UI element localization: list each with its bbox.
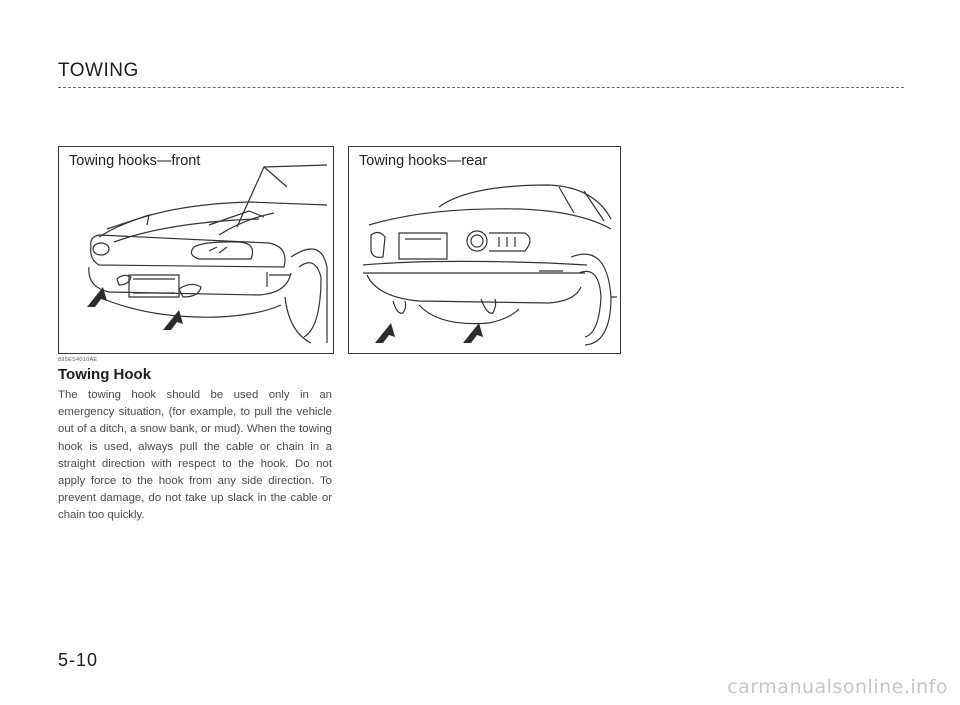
figure-towing-hooks-front: Towing hooks—front [58,146,334,354]
arrow-icon [375,323,395,343]
body-heading: Towing Hook [58,366,152,383]
figure-towing-hooks-rear: Towing hooks—rear [348,146,621,354]
arrow-icon [463,323,483,343]
title-rule [58,87,904,88]
front-car-illustration [87,164,328,344]
body-paragraph: The towing hook should be used only in a… [58,389,332,522]
arrow-icon [163,310,183,330]
rear-car-illustration [362,184,617,346]
figure-caption-front: Towing hooks—front [69,153,205,169]
figure-caption-rear: Towing hooks—rear [359,153,492,169]
page-number: 5-10 [58,650,99,670]
figure-code: 895ES4010AE [58,357,98,363]
section-title: TOWING [58,60,139,81]
watermark: carmanualsonline.info [727,676,948,698]
arrow-icon [87,287,107,307]
